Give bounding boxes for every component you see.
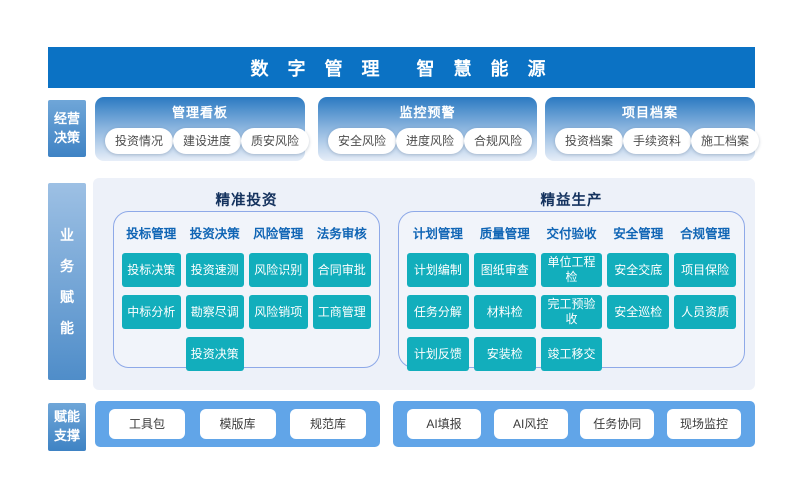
panel-title: 监控预警 [399, 105, 456, 120]
module-chip[interactable]: 安全巡检 [607, 295, 670, 329]
module-chip[interactable]: 图纸审查 [473, 253, 536, 287]
module-chip[interactable]: 投标决策 [122, 253, 181, 287]
pill-button[interactable]: 建设进度 [173, 128, 242, 154]
module-chip[interactable]: 工商管理 [312, 295, 371, 329]
panel-buttons: 投资情况 建设进度 质安风险 [95, 128, 310, 154]
module-chip[interactable]: 中标分析 [122, 295, 181, 329]
section-title-precise-investment: 精准投资 [215, 193, 278, 209]
support-panel-tools: 工具包 模版库 规范库 [95, 401, 380, 447]
column-header: 合规管理 [680, 227, 731, 241]
column-header: 投资决策 [189, 227, 240, 241]
pill-button[interactable]: 投资情况 [105, 128, 174, 154]
module-chip[interactable]: 计划反馈 [407, 337, 469, 371]
sidebar-enablement-support-line1: 赋能 [53, 409, 80, 425]
column-safety-management: 安全管理 安全交底 安全巡检 [607, 220, 670, 357]
panel-buttons: 安全风险 进度风险 合规风险 [318, 128, 537, 154]
column-bid-management: 投标管理 投标决策 中标分析 [122, 220, 181, 357]
module-chip[interactable]: 任务分解 [407, 295, 469, 329]
module-chip[interactable]: 完工预验收 [540, 295, 603, 329]
module-chip[interactable]: 安装检 [473, 337, 536, 371]
pill-button[interactable]: 施工档案 [691, 128, 760, 154]
sidebar-char: 业 [60, 227, 74, 243]
column-risk-management: 风险管理 风险识别 风险销项 [249, 220, 308, 357]
sidebar-enablement-support-line2: 支撑 [53, 428, 80, 443]
module-chip[interactable]: 投资速测 [185, 253, 244, 287]
sidebar-char: 务 [60, 258, 74, 274]
support-button[interactable]: AI填报 [407, 409, 481, 439]
sidebar-char: 赋 [60, 289, 74, 305]
module-chip[interactable]: 单位工程检 [540, 253, 603, 287]
support-button[interactable]: 规范库 [290, 409, 366, 439]
column-header: 风险管理 [253, 227, 304, 241]
support-button[interactable]: 任务协同 [580, 409, 655, 439]
banner: 数 字 管 理 智 慧 能 源 [48, 47, 755, 88]
precise-investment-box: 投标管理 投标决策 中标分析 投资决策 投资速测 勘察尽调 投资决策 风险管理 … [113, 211, 380, 371]
sidebar-business-decision: 经营 决策 [48, 100, 86, 157]
sidebar-enablement-support: 赋能 支撑 [48, 403, 86, 451]
sidebar-business-enablement: 业 务 赋 能 [48, 183, 86, 380]
panel-title: 管理看板 [171, 105, 228, 120]
business-enablement-panel: 精准投资 精益生产 投标管理 投标决策 中标分析 投资决策 投资速测 勘察尽调 … [93, 178, 755, 390]
column-header: 交付验收 [546, 227, 597, 241]
column-quality-management: 质量管理 图纸审查 材料检 安装检 [473, 220, 536, 371]
module-chip[interactable]: 勘察尽调 [185, 295, 244, 329]
panel-buttons: 投资档案 手续资料 施工档案 [545, 128, 760, 154]
column-investment-decision: 投资决策 投资速测 勘察尽调 投资决策 [185, 220, 244, 371]
pill-button[interactable]: 手续资料 [623, 128, 692, 154]
pill-button[interactable]: 安全风险 [328, 128, 397, 154]
sidebar-business-decision-line1: 经营 [53, 110, 80, 126]
module-chip[interactable]: 安全交底 [607, 253, 670, 287]
sidebar-business-decision-line2: 决策 [53, 129, 80, 145]
panel-monitoring-alert: 监控预警 安全风险 进度风险 合规风险 [318, 97, 537, 161]
module-chip[interactable]: 材料检 [473, 295, 536, 329]
module-chip[interactable]: 风险识别 [249, 253, 308, 287]
module-chip[interactable]: 项目保险 [674, 253, 736, 287]
support-button[interactable]: 工具包 [109, 409, 185, 439]
banner-title-left: 数 字 管 理 [250, 58, 387, 79]
module-chip[interactable]: 计划编制 [407, 253, 469, 287]
module-chip[interactable]: 竣工移交 [540, 337, 603, 371]
pill-button[interactable]: 合规风险 [464, 128, 533, 154]
column-header: 投标管理 [126, 227, 177, 241]
column-legal-review: 法务审核 合同审批 工商管理 [312, 220, 371, 357]
column-header: 计划管理 [412, 227, 463, 241]
column-plan-management: 计划管理 计划编制 任务分解 计划反馈 [407, 220, 469, 371]
module-chip[interactable]: 风险销项 [249, 295, 308, 329]
column-delivery-acceptance: 交付验收 单位工程检 完工预验收 竣工移交 [540, 220, 603, 371]
panel-management-dashboard: 管理看板 投资情况 建设进度 质安风险 [95, 97, 310, 161]
column-header: 安全管理 [613, 227, 664, 241]
pill-button[interactable]: 质安风险 [241, 128, 310, 154]
support-button[interactable]: 现场监控 [666, 409, 741, 439]
panel-title: 项目档案 [621, 105, 678, 120]
module-chip[interactable]: 投资决策 [185, 337, 244, 371]
column-header: 质量管理 [479, 227, 530, 241]
panel-project-archives: 项目档案 投资档案 手续资料 施工档案 [545, 97, 760, 161]
module-chip[interactable]: 人员资质 [674, 295, 736, 329]
column-compliance-management: 合规管理 项目保险 人员资质 [674, 220, 736, 357]
pill-button[interactable]: 进度风险 [396, 128, 465, 154]
support-button[interactable]: AI风控 [493, 409, 568, 439]
column-header: 法务审核 [316, 227, 367, 241]
support-button[interactable]: 模版库 [199, 409, 276, 439]
section-title-lean-production: 精益生产 [540, 193, 603, 209]
banner-title-right: 智 慧 能 源 [416, 58, 553, 79]
lean-production-box: 计划管理 计划编制 任务分解 计划反馈 质量管理 图纸审查 材料检 安装检 交付… [398, 211, 745, 371]
pill-button[interactable]: 投资档案 [555, 128, 624, 154]
sidebar-char: 能 [60, 320, 74, 336]
module-chip[interactable]: 合同审批 [312, 253, 371, 287]
support-panel-ai: AI填报 AI风控 任务协同 现场监控 [393, 401, 755, 447]
